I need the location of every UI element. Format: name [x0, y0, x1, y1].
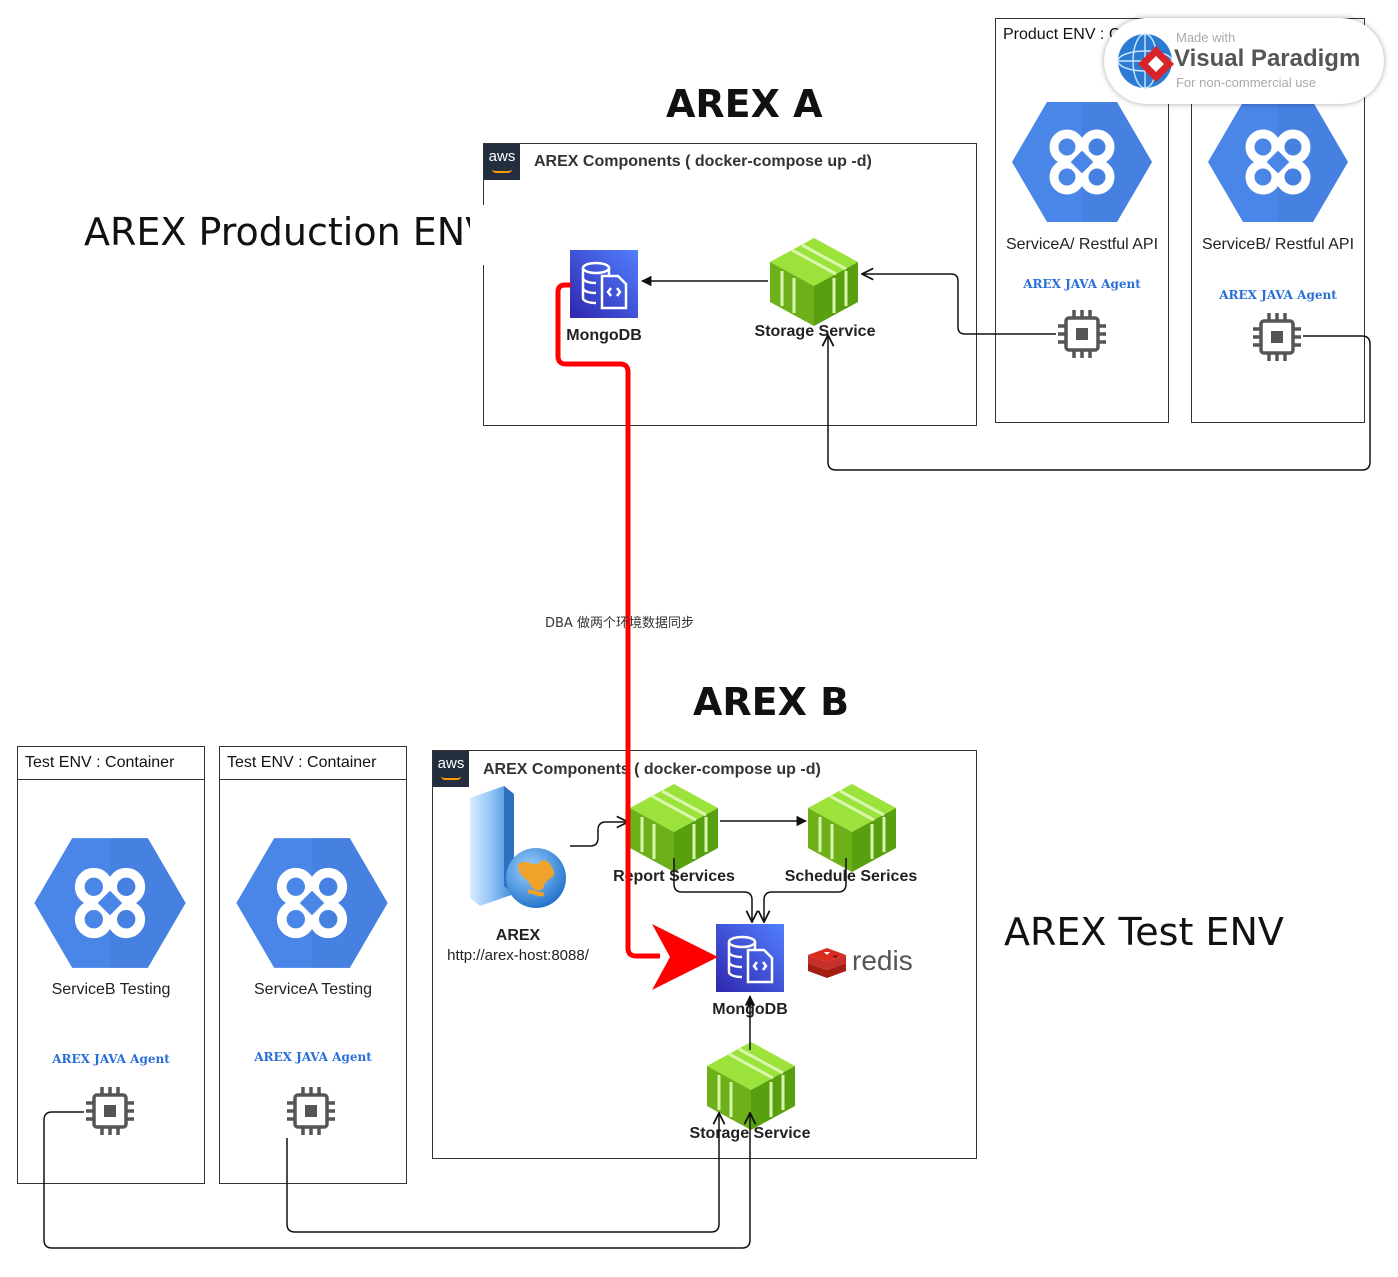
agent-b-to-storage-connector: [828, 335, 1371, 471]
watermark-made-with: Made with: [1176, 30, 1236, 45]
visual-paradigm-logo-icon: [1117, 33, 1174, 89]
schedule-to-mongodb-connector: [764, 858, 847, 922]
watermark-note: For non-commercial use: [1176, 75, 1317, 90]
service-b-testing-label: ServiceB Testing: [51, 981, 171, 998]
agent-a-to-storage-connector: [862, 274, 1056, 335]
arex-server-icon: [470, 786, 566, 908]
test-components-title: AREX Components ( docker-compose up -d): [483, 761, 821, 778]
test-env-header-a: Test ENV : Container: [220, 747, 406, 780]
product-service-b-label: ServiceB/ Restful API: [1201, 236, 1355, 253]
test-agent-a-label: AREX JAVA Agent: [254, 1050, 372, 1064]
product-env-header: Product ENV : C: [1003, 26, 1121, 43]
arex-ui-label: AREX: [495, 927, 541, 944]
test-env-header-b: Test ENV : Container: [18, 747, 204, 780]
test-agent-a-to-storage-connector: [286, 1113, 719, 1233]
schedule-services-label: Schedule Serices: [784, 868, 918, 885]
service-a-testing-label: ServiceA Testing: [254, 981, 372, 998]
product-service-a-label: ServiceA/ Restful API: [1005, 236, 1159, 253]
aws-logo-icon-test: aws: [433, 751, 469, 787]
arex-b-title: AREX B: [693, 680, 850, 724]
test-env-label: AREX Test ENV: [1004, 910, 1284, 954]
watermark-brand: Visual Paradigm: [1174, 45, 1361, 72]
production-storage-label: Storage Service: [754, 323, 876, 340]
arex-ui-url: http://arex-host:8088/: [447, 947, 589, 964]
test-agent-b-label: AREX JAVA Agent: [52, 1052, 170, 1066]
dba-sync-label: DBA 做两个环境数据同步: [545, 616, 694, 631]
arex-a-title: AREX A: [666, 82, 823, 126]
production-components-title: AREX Components ( docker-compose up -d): [534, 153, 872, 170]
aws-logo-text: aws: [488, 148, 516, 165]
redis-label: redis: [852, 945, 913, 976]
redis-icon: [808, 948, 846, 978]
dba-sync-arrowhead: [652, 924, 718, 990]
report-to-mongodb-connector: [673, 858, 752, 922]
aws-logo-icon: aws: [484, 144, 520, 180]
production-mongodb-label: MongoDB: [566, 327, 642, 344]
test-agent-b-to-storage-connector: [43, 1111, 750, 1249]
production-env-label: AREX Production ENV: [84, 210, 492, 254]
arex-to-report-connector: [570, 822, 628, 847]
visual-paradigm-watermark: Made with Visual Paradigm For non-commer…: [1104, 18, 1384, 104]
product-agent-a-label: AREX JAVA Agent: [1023, 277, 1141, 291]
dba-sync-line: [555, 282, 660, 959]
product-agent-b-label: AREX JAVA Agent: [1219, 288, 1337, 302]
aws-logo-text-test: aws: [437, 755, 465, 772]
